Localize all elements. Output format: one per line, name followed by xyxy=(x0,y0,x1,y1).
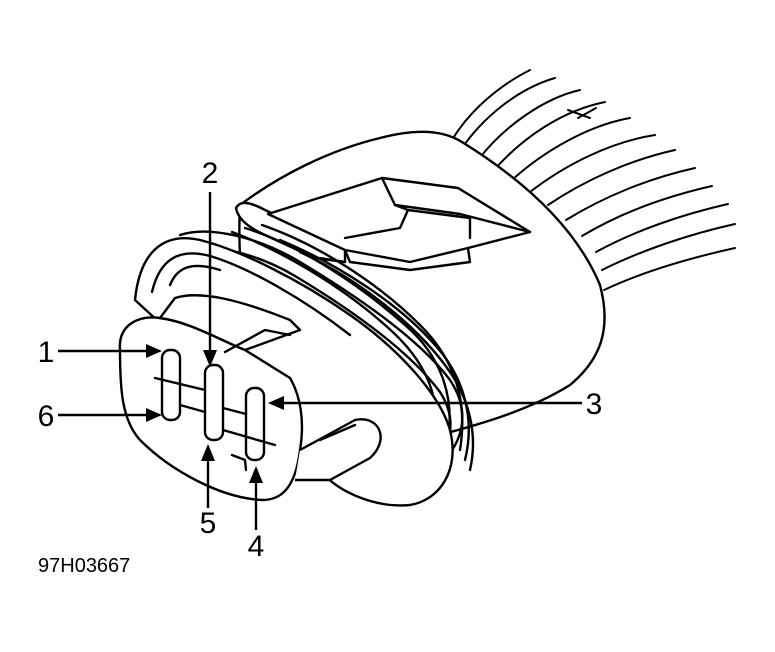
arrowhead-pin-5 xyxy=(201,444,215,461)
arrowhead-pin-1 xyxy=(146,344,162,358)
pin-label-6: 6 xyxy=(38,400,55,433)
pin-label-1: 1 xyxy=(38,336,55,369)
wire-bundle xyxy=(451,69,736,291)
arrowhead-pin-6 xyxy=(146,408,162,422)
terminal-cavity-2 xyxy=(203,363,225,442)
connector-face xyxy=(118,294,382,502)
pin-label-5: 5 xyxy=(200,507,217,540)
leader-arrows xyxy=(58,192,582,530)
pin-label-3: 3 xyxy=(586,388,603,421)
pin-label-4: 4 xyxy=(248,530,265,563)
arrowhead-pin-4 xyxy=(249,466,263,483)
pin-labels: 1 2 3 4 5 6 xyxy=(38,157,603,563)
arrowhead-pin-2 xyxy=(203,350,217,367)
arrowhead-pin-3 xyxy=(268,396,284,410)
pin-label-2: 2 xyxy=(202,157,219,190)
figure-id: 97H03667 xyxy=(38,555,130,577)
terminal-cavity-3 xyxy=(244,386,266,462)
terminal-cavity-1 xyxy=(160,348,182,422)
